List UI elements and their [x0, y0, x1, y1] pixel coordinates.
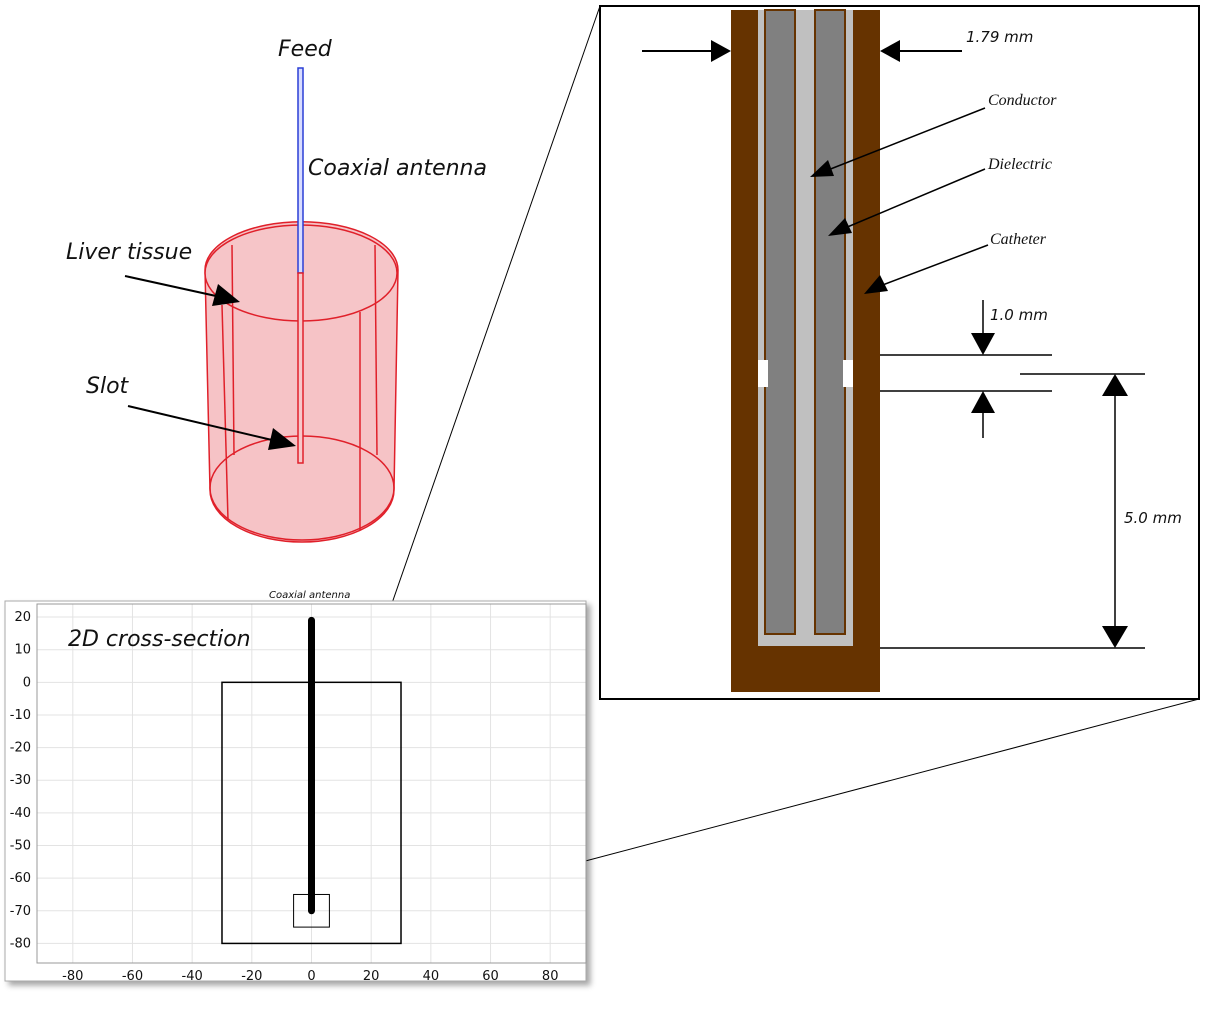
distance-dimension-label: 5.0 mm — [1124, 509, 1182, 527]
y-tick-label: -80 — [10, 936, 31, 951]
plot-axes-box — [36, 603, 587, 964]
width-dimension-label: 1.79 mm — [966, 28, 1033, 46]
x-tick-label: -20 — [241, 969, 262, 984]
plot-title: Coaxial antenna — [269, 590, 350, 601]
zoom-detail-panel: 1.79 mm Conductor Dielectric Catheter 1.… — [599, 5, 1200, 700]
cylinder-edge-line — [221, 304, 229, 521]
x-tick-label: 60 — [482, 969, 499, 984]
antenna-tissue-segment — [297, 272, 304, 464]
liver-arrow-head — [212, 284, 240, 306]
catheter-label: Catheter — [990, 231, 1047, 248]
slot-arrow-line — [127, 405, 273, 441]
slot-gap-right — [843, 360, 853, 387]
slot-arrow-bottom-head — [971, 391, 995, 413]
y-tick-label: -10 — [10, 708, 31, 723]
y-tick-label: -60 — [10, 871, 31, 886]
y-tick-label: 0 — [23, 675, 31, 690]
feed-label: Feed — [278, 37, 333, 62]
slot-label: Slot — [86, 374, 130, 399]
cylinder-edge-line — [374, 244, 378, 456]
slot-dimension-label: 1.0 mm — [990, 306, 1048, 324]
y-tick-label: -20 — [10, 741, 31, 756]
cylinder-edge-line — [231, 244, 235, 456]
x-tick-label: 40 — [423, 969, 440, 984]
slot-arrow-head — [268, 428, 296, 450]
y-tick-label: -40 — [10, 806, 31, 821]
x-tick-label: -80 — [62, 969, 83, 984]
catheter-arrow-line — [879, 244, 989, 287]
y-tick-label: -30 — [10, 773, 31, 788]
plot-frame — [4, 600, 587, 982]
y-tick-label: 20 — [14, 610, 31, 625]
conductor-arrow-line — [827, 107, 986, 171]
conductor-left — [764, 9, 796, 635]
liver-arrow-line — [124, 275, 217, 297]
y-tick-label: -50 — [10, 839, 31, 854]
liver-tissue-label: Liver tissue — [66, 240, 192, 265]
conductor-arrow-head — [810, 160, 834, 177]
slot-gap-left — [758, 360, 768, 387]
slot-arrow-top-head — [971, 333, 995, 355]
dielectric-arrow-head — [828, 218, 852, 236]
plot-shapes — [221, 616, 402, 945]
width-arrow-left-head — [711, 40, 731, 62]
zoom-box — [293, 893, 330, 928]
x-tick-label: 0 — [307, 969, 315, 984]
conductor-right — [814, 9, 846, 635]
model-3d: Feed Coaxial antenna Liver tissue Slot — [66, 37, 487, 543]
dielectric-label: Dielectric — [987, 156, 1052, 173]
coaxial-antenna-label: Coaxial antenna — [308, 156, 487, 181]
x-tick-label: 20 — [363, 969, 380, 984]
antenna-feed-line — [297, 67, 304, 274]
zoom-frame — [599, 5, 1200, 700]
x-tick-label: 80 — [542, 969, 559, 984]
width-arrow-right-head — [880, 40, 900, 62]
distance-arrow-top-head — [1102, 374, 1128, 396]
plot-2d: Coaxial antenna -80 -60 -40 -20 0 20 40 60 80 20 1… — [4, 590, 587, 984]
y-tick-label: -70 — [10, 904, 31, 919]
distance-arrow-bottom-head — [1102, 626, 1128, 648]
x-tick-label: -40 — [182, 969, 203, 984]
dielectric-arrow-line — [844, 168, 986, 229]
conductor-label: Conductor — [988, 92, 1057, 109]
x-tick-label: -60 — [122, 969, 143, 984]
plot-ticks: -80 -60 -40 -20 0 20 40 60 80 20 10 0 -10 -20 -30 -40 -5… — [10, 610, 559, 984]
catheter-arrow-head — [864, 275, 888, 294]
y-tick-label: 10 — [14, 643, 31, 658]
cross-section-label: 2D cross-section — [68, 627, 251, 652]
